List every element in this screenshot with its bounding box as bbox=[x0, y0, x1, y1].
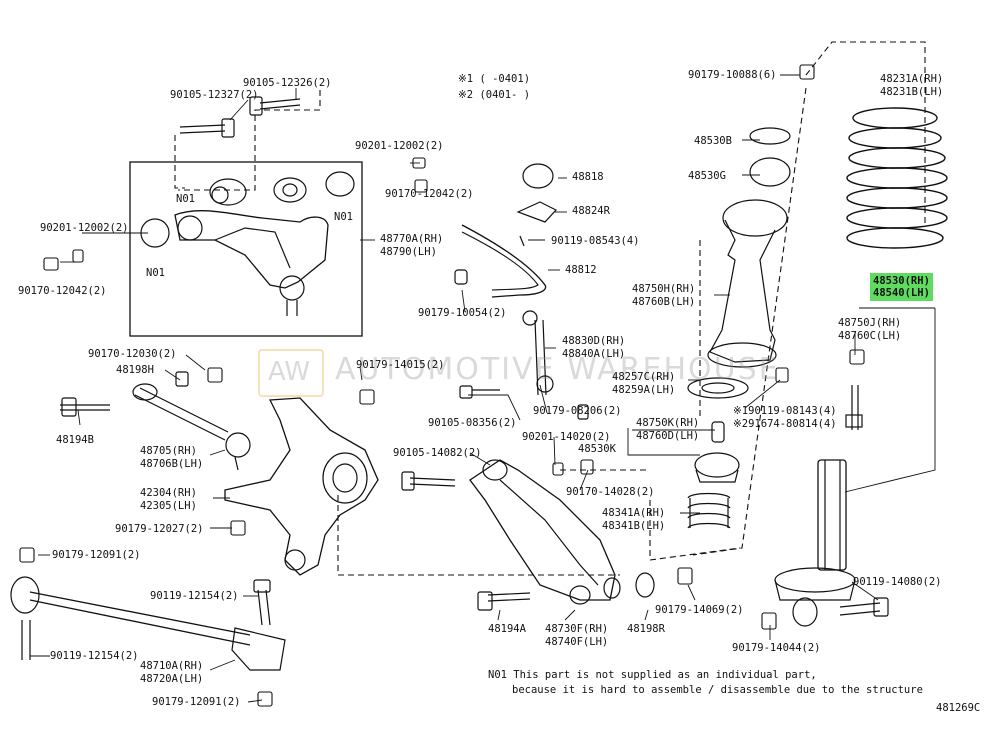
part-label: 48812 bbox=[565, 264, 597, 276]
part-label: 48824R bbox=[572, 205, 610, 217]
part-label: 90179-12091(2) bbox=[152, 696, 241, 708]
part-label: 48198H bbox=[116, 364, 154, 376]
part-label: 48840A(LH) bbox=[562, 348, 626, 360]
part-label: 90105-12326(2) bbox=[243, 77, 332, 89]
part-label: ※190119-08143(4) bbox=[733, 405, 837, 417]
part-label: 90119-12154(2) bbox=[50, 650, 139, 662]
part-label: 48706B(LH) bbox=[140, 458, 204, 470]
n01-marker: N01 bbox=[176, 193, 195, 205]
part-label: 90105-12327(2) bbox=[170, 89, 259, 101]
part-label: 90179-10088(6) bbox=[688, 69, 777, 81]
part-label: 48770A(RH) bbox=[380, 233, 444, 245]
part-label: 48730F(RH) bbox=[545, 623, 609, 635]
part-label: 90170-12042(2) bbox=[18, 285, 107, 297]
part-label: 48194A bbox=[488, 623, 526, 635]
part-label: 48750J(RH) bbox=[838, 317, 902, 329]
part-label: 48750H(RH) bbox=[632, 283, 696, 295]
part-label: 42305(LH) bbox=[140, 500, 197, 512]
part-label: 48720A(LH) bbox=[140, 673, 204, 685]
part-label: 42304(RH) bbox=[140, 487, 197, 499]
part-label: 90170-12030(2) bbox=[88, 348, 177, 360]
part-label: 90170-14028(2) bbox=[566, 486, 655, 498]
part-label: 48760D(LH) bbox=[636, 430, 700, 442]
diagram-code: 481269C bbox=[936, 702, 981, 714]
part-label: 48198R bbox=[627, 623, 665, 635]
part-label: 90105-14082(2) bbox=[393, 447, 482, 459]
upper-arm-group-box bbox=[129, 161, 363, 337]
part-label: 90179-10054(2) bbox=[418, 307, 507, 319]
part-label: 90179-12027(2) bbox=[115, 523, 204, 535]
part-label: 48818 bbox=[572, 171, 604, 183]
part-label: 48750K(RH) bbox=[636, 417, 700, 429]
part-label-lh: 48540(LH) bbox=[873, 287, 930, 299]
legend-mark1: ※1 ( -0401) bbox=[458, 73, 531, 85]
part-label: 90201-14020(2) bbox=[522, 431, 611, 443]
part-label: 48790(LH) bbox=[380, 246, 437, 258]
part-label: 48530K bbox=[578, 443, 616, 455]
part-label: 90119-14080(2) bbox=[853, 576, 942, 588]
part-label: ※291674-80814(4) bbox=[733, 418, 837, 430]
part-label: 90179-14069(2) bbox=[655, 604, 744, 616]
part-label: 48760B(LH) bbox=[632, 296, 696, 308]
part-label: 90201-12002(2) bbox=[40, 222, 129, 234]
watermark-text: AUTOMOTIVE WAREHOUSE bbox=[335, 352, 780, 387]
part-label: 90170-12042(2) bbox=[385, 188, 474, 200]
part-label: 48341B(LH) bbox=[602, 520, 666, 532]
part-label: 48259A(LH) bbox=[612, 384, 676, 396]
part-label: 48194B bbox=[56, 434, 94, 446]
part-label: 48231A(RH) bbox=[880, 73, 944, 85]
watermark-logo: AW bbox=[258, 349, 324, 397]
part-label: 90201-12002(2) bbox=[355, 140, 444, 152]
part-label: 90119-08543(4) bbox=[551, 235, 640, 247]
legend-mark2: ※2 (0401- ) bbox=[458, 89, 531, 101]
part-label-rh: 48530(RH) bbox=[873, 275, 930, 287]
part-label: 48257C(RH) bbox=[612, 371, 676, 383]
part-label: 90105-08356(2) bbox=[428, 417, 517, 429]
part-label: 48710A(RH) bbox=[140, 660, 204, 672]
part-label: 48830D(RH) bbox=[562, 335, 626, 347]
part-label: 48231B(LH) bbox=[880, 86, 944, 98]
part-label: 48760C(LH) bbox=[838, 330, 902, 342]
highlighted-part-label[interactable]: 48530(RH) 48540(LH) bbox=[870, 273, 933, 301]
part-label: 48705(RH) bbox=[140, 445, 197, 457]
n01-marker: N01 bbox=[146, 267, 165, 279]
part-label: 90179-08206(2) bbox=[533, 405, 622, 417]
part-label: 48740F(LH) bbox=[545, 636, 609, 648]
footnote-line2: because it is hard to assemble / disasse… bbox=[512, 684, 923, 696]
part-label: 90179-12091(2) bbox=[52, 549, 141, 561]
part-label: 90119-12154(2) bbox=[150, 590, 239, 602]
part-label: 48530B bbox=[694, 135, 732, 147]
part-label: 48341A(RH) bbox=[602, 507, 666, 519]
part-label: 90179-14015(2) bbox=[356, 359, 445, 371]
part-label: 90179-14044(2) bbox=[732, 642, 821, 654]
part-label: 48530G bbox=[688, 170, 726, 182]
footnote-line1: N01 This part is not supplied as an indi… bbox=[488, 669, 817, 681]
n01-marker: N01 bbox=[334, 211, 353, 223]
